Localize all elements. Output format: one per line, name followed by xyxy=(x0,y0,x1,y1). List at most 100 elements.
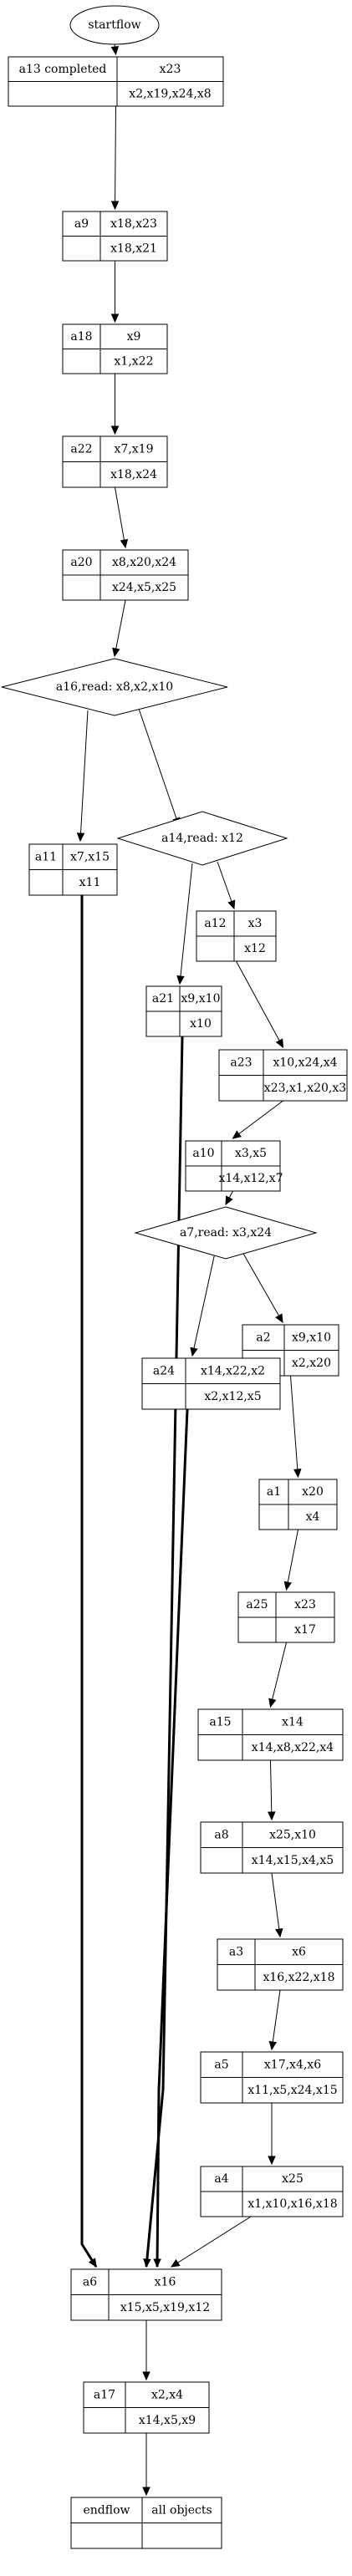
edge-a12-to-a23-arrowhead xyxy=(275,1038,284,1049)
activity-a18-write-vars: x9 xyxy=(127,330,141,344)
activity-a8-read-vars: x14,x15,x4,x5 xyxy=(252,1854,334,1867)
edge-a18-to-a22-arrowhead xyxy=(110,425,120,435)
edge-a11-to-a6-line xyxy=(80,895,98,2268)
edge-a15-to-a8-line xyxy=(270,1759,273,1820)
end-node-label: endflow xyxy=(83,2503,130,2517)
activity-a10-write-vars: x3,x5 xyxy=(235,1147,267,1160)
edge-a1-to-a25 xyxy=(283,1529,298,1591)
activity-a25-label: a25 xyxy=(246,1598,268,1611)
activity-a9-write-vars: x18,x23 xyxy=(110,217,157,231)
edge-a11-to-a6-arrowhead xyxy=(88,2258,97,2268)
decision-a7-label: a7,read: x3,x24 xyxy=(180,1226,272,1240)
activity-a13-label: a13 completed xyxy=(19,63,107,76)
edge-a7-to-a2-arrowhead xyxy=(275,1313,283,1324)
edge-a23-to-a10-arrowhead xyxy=(232,1130,242,1139)
edge-a25-to-a15 xyxy=(268,1642,287,1708)
activity-a5-write-vars: x17,x4,x6 xyxy=(264,2058,321,2071)
end-node-write-vars: all objects xyxy=(151,2503,212,2517)
activity-a11: a11 x7,x15 x11 xyxy=(28,843,118,896)
start-node: startflow xyxy=(69,5,160,45)
decision-a16-label: a16,read: x8,x2,x10 xyxy=(56,680,173,694)
activity-a17-label: a17 xyxy=(94,2388,115,2401)
edge-a9-to-a18-arrowhead xyxy=(110,313,120,323)
edge-a12-to-a23-line xyxy=(236,960,283,1048)
edge-a13-to-a9-line xyxy=(115,105,116,210)
activity-a10-read-vars: x14,x12,x7 xyxy=(218,1172,283,1185)
edge-a12-to-a23 xyxy=(236,960,284,1049)
activity-a4-label: a4 xyxy=(214,2172,228,2186)
edge-a3-to-a5-arrowhead xyxy=(268,2040,278,2051)
activity-a11-write-vars: x7,x15 xyxy=(70,850,110,863)
activity-a17-read-vars: x14,x5,x9 xyxy=(139,2414,196,2427)
edge-a4-to-a6 xyxy=(170,2216,252,2268)
edge-a2-to-a1-line xyxy=(290,1375,298,1478)
edge-a14-to-a12-arrowhead xyxy=(227,899,236,910)
edge-a20-to-a16-line xyxy=(114,599,126,657)
activity-a8-write-vars: x25,x10 xyxy=(269,1828,316,1841)
activity-a12-label: a12 xyxy=(204,917,226,930)
edge-a13-to-a9-arrowhead xyxy=(110,201,120,211)
activity-a15-write-vars: x14 xyxy=(282,1715,304,1728)
edge-a15-to-a8 xyxy=(268,1759,276,1821)
decision-a14-diamond xyxy=(116,811,288,866)
decision-a7: a7,read: x3,x24 xyxy=(134,1206,318,1260)
activity-a6-label: a6 xyxy=(83,2275,97,2288)
edge-a24-to-a6-arrowhead xyxy=(153,2258,161,2268)
activity-a21-write-vars: x9,x10 xyxy=(181,992,221,1005)
edge-a24-to-a6 xyxy=(153,1408,189,2268)
end-node: endflow all objects xyxy=(70,2497,222,2549)
activity-a9-read-vars: x18,x21 xyxy=(110,242,157,255)
edge-a16-to-a14 xyxy=(137,705,181,827)
edge-a22-to-a20 xyxy=(115,486,129,549)
edge-a3-to-a5-line xyxy=(271,1989,281,2050)
edge-a7-to-a24 xyxy=(190,1252,216,1357)
edge-a25-to-a15-arrowhead xyxy=(268,1698,277,1708)
decision-a16-diamond xyxy=(1,658,228,716)
activity-a5-label: a5 xyxy=(214,2058,228,2071)
edge-a14-to-a12 xyxy=(217,861,236,910)
edge-a3-to-a5 xyxy=(268,1989,281,2051)
activity-a13-write-vars: x23 xyxy=(160,63,181,76)
edge-a14-to-a12-line xyxy=(217,861,235,909)
edge-a2-to-a1 xyxy=(290,1375,302,1479)
activity-a23-label: a23 xyxy=(230,1056,252,1069)
decision-a7-diamond xyxy=(134,1206,318,1260)
activity-a12-write-vars: x3 xyxy=(248,917,263,930)
activity-a2-write-vars: x9,x10 xyxy=(292,1331,331,1344)
edge-a22-to-a20-arrowhead xyxy=(120,538,129,549)
activity-a11-read-vars: x11 xyxy=(79,876,101,889)
start-label: startflow xyxy=(88,18,140,32)
edge-a10-to-a7 xyxy=(225,1190,233,1206)
start-ellipse xyxy=(69,5,160,45)
edge-a23-to-a10-line xyxy=(232,1100,283,1139)
edge-a6-to-a17-arrowhead xyxy=(142,2371,150,2381)
edge-a16-to-a11-arrowhead xyxy=(76,832,85,843)
activity-a23-read-vars: x23,x1,x20,x3 xyxy=(264,1082,346,1095)
activity-a13-read-vars: x2,x19,x24,x8 xyxy=(129,87,211,100)
activity-a22-read-vars: x18,x24 xyxy=(110,468,157,481)
activity-a11-label: a11 xyxy=(35,850,57,863)
edge-a9-to-a18 xyxy=(110,261,120,323)
activity-a15-read-vars: x14,x8,x22,x4 xyxy=(252,1741,334,1754)
edge-a20-to-a16 xyxy=(112,599,126,658)
edge-a7-to-a24-arrowhead xyxy=(190,1347,198,1357)
activity-a23-write-vars: x10,x24,x4 xyxy=(273,1056,337,1069)
edge-a18-to-a22 xyxy=(110,374,120,435)
edge-a6-to-a17 xyxy=(142,2320,150,2381)
edge-a1-to-a25-line xyxy=(286,1529,298,1591)
edge-a17-to-end xyxy=(142,2433,150,2497)
decision-a14-label: a14,read: x12 xyxy=(161,832,243,845)
activity-a2-label: a2 xyxy=(256,1331,270,1344)
edge-a7-to-a2-line xyxy=(242,1251,283,1323)
edge-a11-to-a6 xyxy=(80,895,98,2268)
activity-a24-write-vars: x14,x22,x2 xyxy=(201,1364,265,1377)
